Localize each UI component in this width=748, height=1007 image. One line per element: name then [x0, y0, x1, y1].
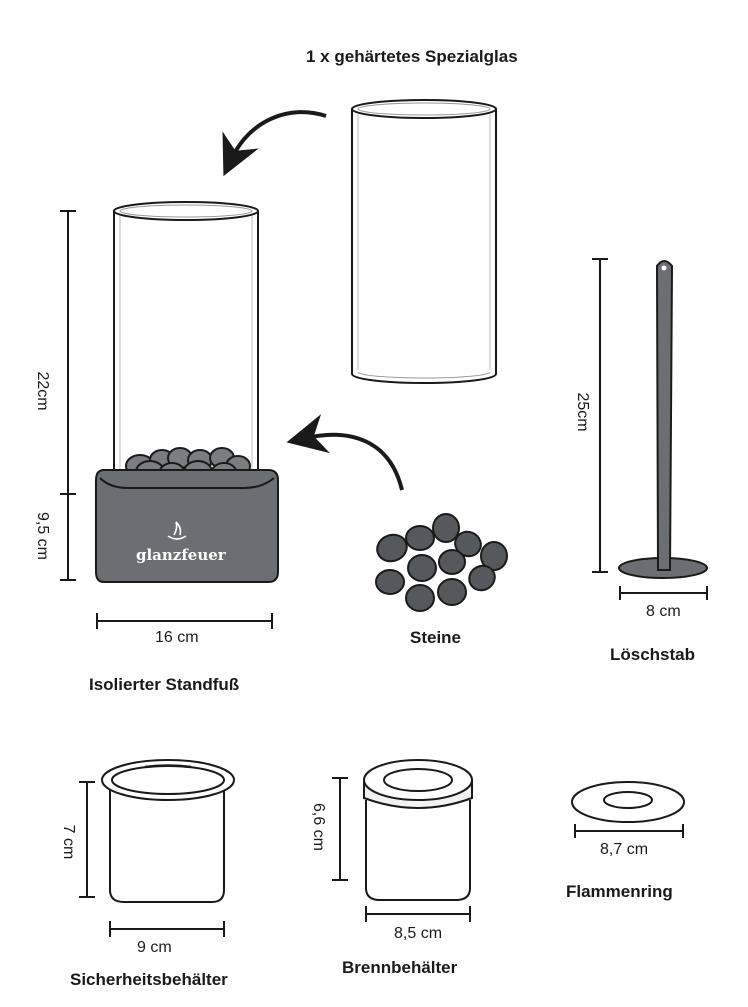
- stones-title: Steine: [410, 628, 462, 647]
- dim-burner-height: [332, 777, 348, 881]
- arrow-stones: [286, 414, 404, 491]
- base-width-label: 16 cm: [155, 629, 199, 646]
- safety-width-label: 9 cm: [137, 939, 172, 956]
- insulated-base: [95, 469, 279, 583]
- rod-title: Löschstab: [610, 645, 696, 664]
- extinguishing-rod: [618, 260, 708, 579]
- dim-base-height: [60, 494, 76, 581]
- safety-height-label: 7 cm: [60, 824, 77, 860]
- burner-title: Brennbehälter: [342, 958, 458, 977]
- arrow-glass: [222, 110, 327, 177]
- base-height-label: 9,5 cm: [34, 511, 51, 560]
- dim-base-width: [96, 613, 273, 629]
- burner-width-label: 8,5 cm: [394, 925, 443, 942]
- safety-title: Sicherheitsbehälter: [70, 970, 228, 989]
- dim-safety-width: [109, 921, 225, 937]
- brand-logo-text: glanzfeuer: [136, 546, 226, 564]
- rod-height-label: 25cm: [574, 392, 591, 432]
- base-title: Isolierter Standfuß: [89, 675, 240, 694]
- glass-height-label: 22cm: [34, 371, 51, 411]
- glass-cylinder-assembled: [113, 201, 259, 478]
- safety-container: [101, 759, 235, 903]
- ring-title: Flammenring: [566, 882, 673, 901]
- dim-rod-width: [619, 586, 708, 600]
- glass-title: 1 x gehärtetes Spezialglas: [306, 47, 518, 66]
- flame-ring: [571, 781, 685, 823]
- ring-width-label: 8,7 cm: [600, 841, 649, 858]
- rod-width-label: 8 cm: [646, 603, 681, 620]
- dim-ring-width: [574, 824, 684, 838]
- burner-height-label: 6,6 cm: [310, 802, 327, 851]
- dim-burner-width: [365, 906, 471, 922]
- dim-safety-height: [79, 781, 95, 898]
- dim-glass-height: [60, 210, 76, 495]
- stones-loose: [375, 513, 508, 612]
- burner-container: [363, 759, 473, 901]
- glass-cylinder-loose: [351, 99, 497, 384]
- dim-rod-height: [592, 258, 608, 573]
- flame-logo-icon: [167, 521, 187, 540]
